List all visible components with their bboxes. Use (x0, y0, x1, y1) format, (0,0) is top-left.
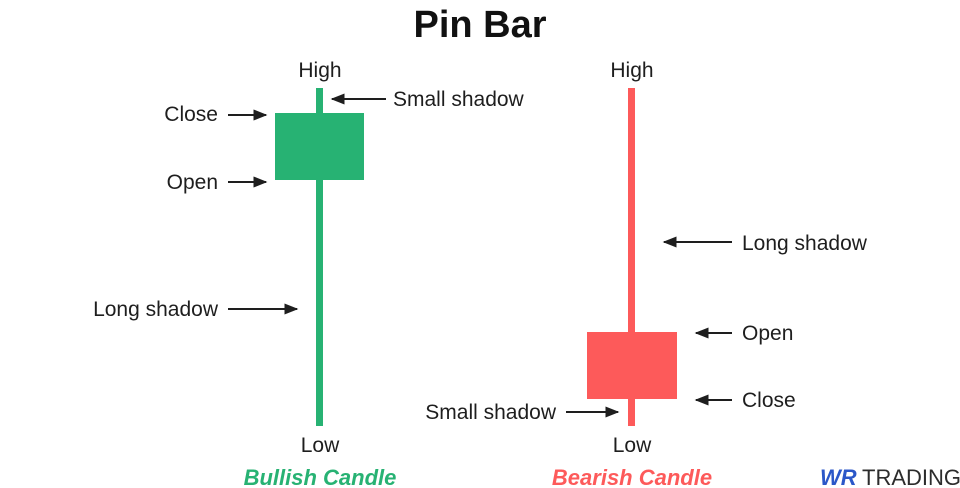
wr-trading-logo: WR TRADING (820, 465, 960, 488)
bullish-wick (316, 88, 323, 426)
logo-mark: WR (820, 465, 857, 488)
bullish-candle (275, 88, 364, 426)
bearish-candle (587, 88, 677, 426)
bearish-body (587, 332, 677, 399)
bearish-open-label: Open (742, 322, 793, 345)
bullish-long-shadow-label: Long shadow (93, 298, 219, 321)
bearish-high-label: High (610, 59, 653, 82)
page-title: Pin Bar (413, 4, 546, 46)
bullish-caption: Bullish Candle (244, 465, 397, 488)
bullish-close-label: Close (164, 103, 218, 126)
bullish-open-label: Open (167, 171, 218, 194)
logo-text: TRADING (862, 465, 960, 488)
bearish-caption: Bearish Candle (552, 465, 712, 488)
bearish-close-label: Close (742, 389, 796, 412)
bullish-high-label: High (298, 59, 341, 82)
bearish-long-shadow-label: Long shadow (742, 232, 868, 255)
bullish-low-label: Low (301, 434, 340, 457)
bullish-small-shadow-label: Small shadow (393, 88, 525, 111)
bearish-wick (628, 88, 635, 426)
bullish-body (275, 113, 364, 180)
bearish-low-label: Low (613, 434, 652, 457)
bearish-small-shadow-label: Small shadow (425, 401, 557, 424)
